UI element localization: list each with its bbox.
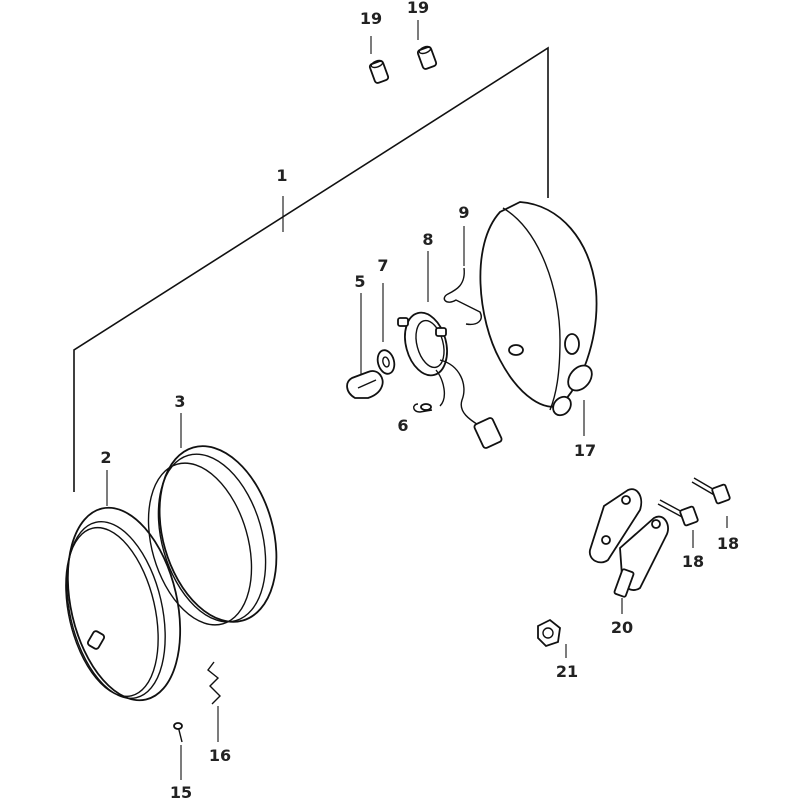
- label-19-left: 19: [360, 9, 382, 28]
- label-5: 5: [354, 272, 365, 291]
- part-19-bushing-right: [416, 20, 438, 70]
- part-3-sealed-beam-lens: [147, 413, 278, 626]
- label-20: 20: [611, 618, 633, 637]
- part-16-spring-clip: [207, 661, 221, 742]
- part-18-bolt-right: [691, 477, 731, 528]
- part-21-nut: [537, 618, 567, 658]
- label-2: 2: [100, 448, 111, 467]
- label-21: 21: [556, 662, 578, 681]
- part-9-wire-clip: [443, 226, 482, 326]
- part-15-screw: [173, 722, 183, 780]
- part-6-clip: [413, 403, 433, 413]
- part-2-headlight-rim: [65, 470, 182, 702]
- part-17-headlight-housing: [479, 201, 598, 436]
- part-20-mounting-bracket: [588, 488, 669, 614]
- part-18-bolt-left: [657, 499, 699, 548]
- label-6: 6: [397, 416, 408, 435]
- label-15: 15: [170, 783, 192, 800]
- label-1: 1: [276, 166, 287, 185]
- label-19-right: 19: [407, 0, 429, 17]
- assembly-bracket-1: [73, 46, 549, 492]
- label-9: 9: [458, 203, 469, 222]
- label-8: 8: [422, 230, 433, 249]
- label-7: 7: [377, 256, 388, 275]
- part-8-socket-holder: [397, 251, 503, 449]
- part-7-washer: [376, 283, 396, 375]
- label-18-left: 18: [682, 552, 704, 571]
- label-3: 3: [174, 392, 185, 411]
- label-17: 17: [574, 441, 596, 460]
- label-16: 16: [209, 746, 231, 765]
- label-18-right: 18: [717, 534, 739, 553]
- part-19-bushing-left: [368, 36, 390, 84]
- part-5-bulb: [346, 293, 384, 399]
